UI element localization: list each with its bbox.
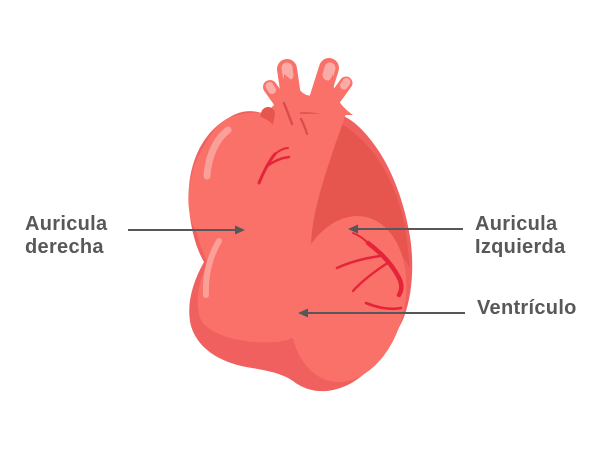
label-auricula-derecha: Auricula derecha: [25, 213, 107, 259]
artery-branch-icon: [352, 232, 369, 244]
trunk-crease-icon: [299, 117, 309, 136]
lobe-highlights: [202, 126, 232, 298]
coronary-artery-right: [335, 232, 404, 311]
leader-lines: [128, 228, 465, 314]
vessel-highlight-icon: [322, 62, 336, 81]
highlight-upper-left-icon: [203, 126, 232, 180]
vessel-tip-highlights: [265, 62, 351, 94]
trunk-crease-icon: [282, 101, 294, 126]
label-line: Auricula: [25, 213, 108, 235]
label-ventriculo: Ventrículo: [477, 297, 577, 320]
label-line: derecha: [25, 236, 104, 258]
artery-branch-icon: [364, 301, 403, 311]
label-line: Ventrículo: [477, 297, 577, 319]
artery-branch-icon: [335, 254, 382, 270]
arrowhead-left-icon: [348, 224, 358, 234]
vessel-highlight-icon: [265, 82, 276, 94]
leader-arrowheads: [235, 224, 358, 318]
artery-branch-icon: [365, 240, 404, 298]
label-auricula-izquierda: Auricula Izquierda: [475, 213, 566, 259]
label-line: Auricula: [475, 213, 558, 235]
highlight-lower-left-icon: [202, 238, 222, 298]
label-line: Izquierda: [475, 236, 566, 258]
arrowhead-right-icon: [235, 225, 245, 235]
artery-branch-icon: [265, 155, 291, 168]
vessel-highlight-icon: [340, 78, 351, 90]
vessel-highlight-icon: [281, 62, 294, 81]
coronary-artery-left: [257, 147, 291, 185]
artery-branch-icon: [274, 147, 289, 155]
trunk-creases: [282, 101, 309, 136]
artery-branch-icon: [351, 262, 388, 293]
arrowhead-left-icon: [298, 308, 308, 318]
